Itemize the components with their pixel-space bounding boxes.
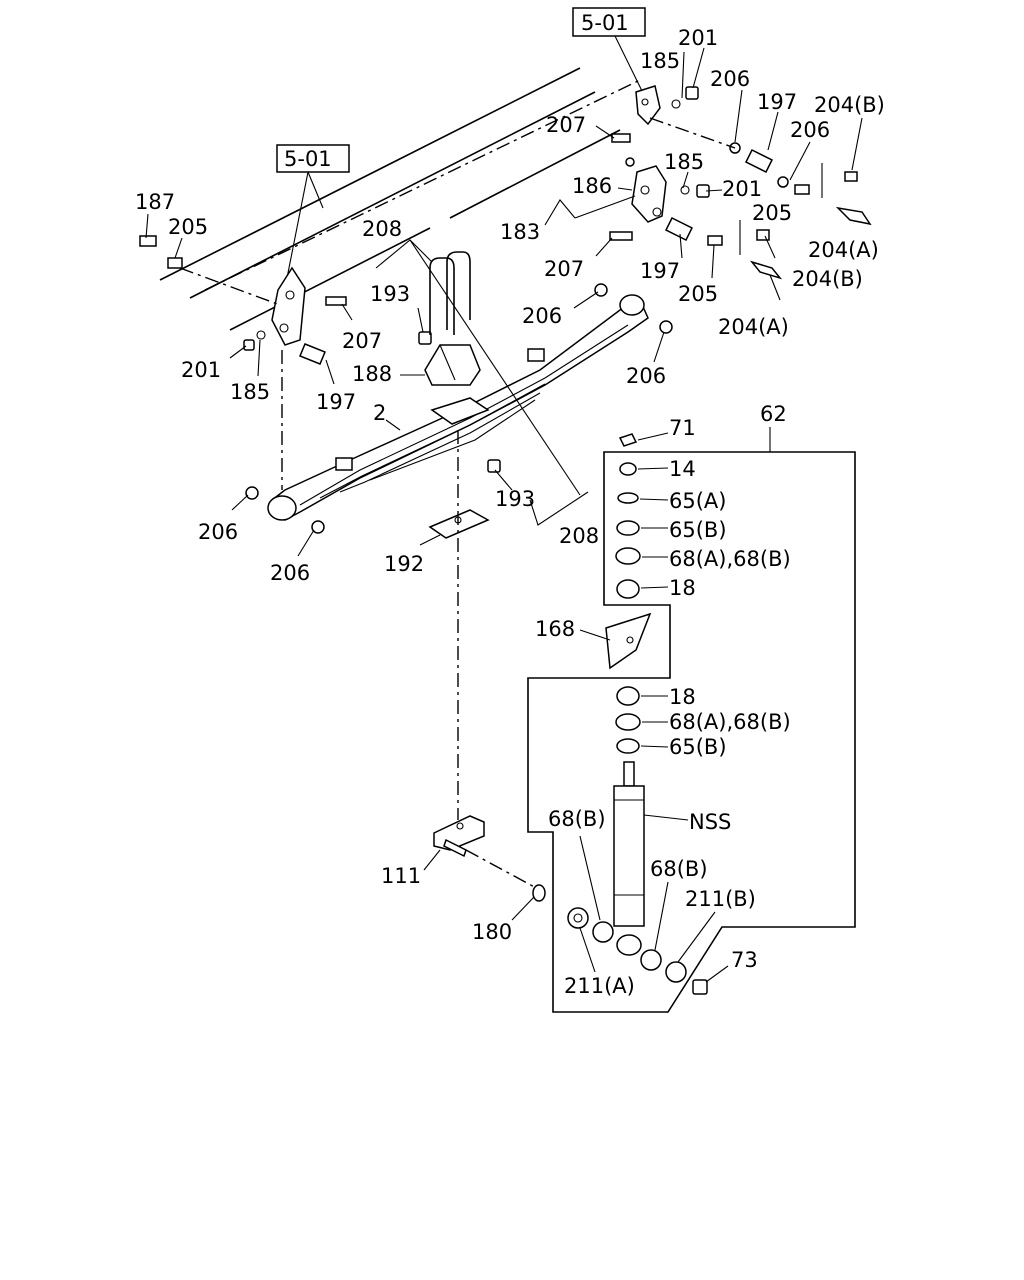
callout-185: 185 <box>230 380 270 404</box>
callout-201: 201 <box>678 26 718 50</box>
spring-pad <box>428 509 490 539</box>
callout-197: 197 <box>757 90 797 114</box>
callout-111: 111 <box>381 864 421 888</box>
shock-kit-frame <box>527 451 856 1013</box>
callout-206: 206 <box>270 561 310 585</box>
callout-204b: 204(B) <box>814 93 885 117</box>
callout-192: 192 <box>384 552 424 576</box>
callout-180: 180 <box>472 920 512 944</box>
callout-211b: 211(B) <box>685 887 756 911</box>
callout-204a: 204(A) <box>718 315 789 339</box>
callout-205: 205 <box>678 282 718 306</box>
small-parts <box>139 86 872 534</box>
callout-207: 207 <box>342 329 382 353</box>
rear-dash-line <box>179 267 281 306</box>
front-center-line <box>649 117 736 149</box>
callout-193: 193 <box>495 487 535 511</box>
leaf-spring <box>267 294 649 521</box>
callout-65b: 65(B) <box>669 735 727 759</box>
lower-mount-plate <box>433 815 485 858</box>
callout-205: 205 <box>752 201 792 225</box>
callout-208: 208 <box>559 524 599 548</box>
callout-207: 207 <box>544 257 584 281</box>
callout-206: 206 <box>626 364 666 388</box>
callout-204a: 204(A) <box>808 238 879 262</box>
frame-rail <box>159 67 641 331</box>
callout-206: 206 <box>790 118 830 142</box>
callout-14: 14 <box>669 457 696 481</box>
callout-211a: 211(A) <box>564 974 635 998</box>
ref-box-front[interactable]: 5-01 <box>572 7 646 94</box>
callout-188: 188 <box>352 362 392 386</box>
svg-text:5-01: 5-01 <box>581 11 629 35</box>
callout-207: 207 <box>546 113 586 137</box>
callout-205: 205 <box>168 215 208 239</box>
callout-197: 197 <box>640 259 680 283</box>
callout-193: 193 <box>370 282 410 306</box>
callout-187: 187 <box>135 190 175 214</box>
callout-nss: NSS <box>689 810 731 834</box>
callout-68b: 68(B) <box>650 857 708 881</box>
callout-73: 73 <box>731 948 758 972</box>
shock-absorber <box>532 761 708 995</box>
callout-62: 62 <box>760 402 787 426</box>
callout-labels: 201 185 206 197 204(B) 207 206 185 201 1… <box>135 26 885 998</box>
callout-68b: 68(B) <box>548 807 606 831</box>
shock-kit-parts <box>605 433 652 754</box>
bump-stopper <box>424 344 481 386</box>
callout-168: 168 <box>535 617 575 641</box>
lower-center-line <box>465 849 541 891</box>
callout-68ab: 68(A),68(B) <box>669 547 791 571</box>
callout-201: 201 <box>181 358 221 382</box>
rear-shackle-bracket <box>271 266 306 346</box>
callout-18: 18 <box>669 576 696 600</box>
svg-text:5-01: 5-01 <box>284 147 332 171</box>
callout-201: 201 <box>722 177 762 201</box>
callout-18: 18 <box>669 685 696 709</box>
callout-183: 183 <box>500 220 540 244</box>
callout-206: 206 <box>198 520 238 544</box>
callout-68ab: 68(A),68(B) <box>669 710 791 734</box>
u-bolts <box>429 251 471 335</box>
callout-185: 185 <box>664 150 704 174</box>
ref-box-rear[interactable]: 5-01 <box>276 144 350 279</box>
callout-206: 206 <box>710 67 750 91</box>
callout-204b: 204(B) <box>792 267 863 291</box>
callout-65a: 65(A) <box>669 489 726 513</box>
callout-71: 71 <box>669 416 696 440</box>
callout-185: 185 <box>640 49 680 73</box>
callout-186: 186 <box>572 174 612 198</box>
callout-2: 2 <box>373 401 386 425</box>
leader-lines <box>145 47 863 983</box>
callout-208: 208 <box>362 217 402 241</box>
front-hanger-bracket <box>631 85 667 223</box>
callout-197: 197 <box>316 390 356 414</box>
callout-206: 206 <box>522 304 562 328</box>
callout-65b: 65(B) <box>669 518 727 542</box>
